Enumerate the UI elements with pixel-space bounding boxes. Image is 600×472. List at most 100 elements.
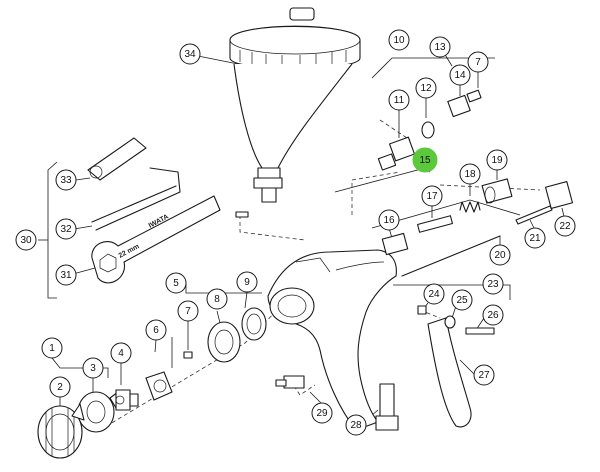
callout-number: 9 (244, 277, 250, 288)
callout-number: 25 (456, 295, 468, 306)
callout-circle (467, 51, 489, 73)
callout-8: 8 (206, 288, 228, 310)
callout-circle (177, 300, 199, 322)
callout-17: 17 (421, 185, 443, 207)
retaining-ring (37, 405, 83, 459)
callout-circle (473, 364, 495, 386)
callout-circle (482, 304, 504, 326)
callout-10: 10 (388, 29, 410, 51)
callout-circle (236, 271, 258, 293)
callout-number: 6 (153, 325, 159, 336)
callout-circle (449, 64, 471, 86)
callout-number: 20 (494, 250, 506, 261)
callout-15: 15 (412, 147, 438, 173)
callout-circle (206, 288, 228, 310)
callout-circle (55, 218, 77, 240)
callout-9: 9 (236, 271, 258, 293)
callout-13: 13 (429, 36, 451, 58)
callout-31: 31 (55, 264, 77, 286)
callout-5: 5 (165, 272, 187, 294)
callout-number: 13 (434, 42, 446, 53)
callout-24: 24 (423, 283, 445, 305)
callout-number: 11 (394, 95, 405, 106)
callout-number: 26 (487, 310, 499, 321)
callout-19: 19 (486, 149, 508, 171)
callout-26: 26 (482, 304, 504, 326)
fluid-nozzle (115, 389, 139, 411)
callout-circle (179, 43, 201, 65)
callout-number: 32 (60, 224, 72, 235)
callout-number: 10 (393, 35, 405, 46)
callout-number: 23 (487, 279, 499, 290)
callout-number: 29 (316, 408, 328, 419)
valve-11 (377, 136, 416, 171)
spray-gun-body (267, 249, 399, 431)
callout-number: 16 (383, 215, 395, 226)
pin-26 (465, 327, 495, 335)
tool-hex-key (91, 167, 181, 231)
callout-circle (110, 342, 132, 364)
callout-number: 21 (529, 233, 541, 244)
callout-number: 31 (60, 270, 72, 281)
callout-number: 17 (426, 191, 438, 202)
callout-number: 30 (20, 235, 32, 246)
tool-wrench: IWATA 22 mm (91, 195, 221, 284)
callout-32: 32 (55, 218, 77, 240)
needle-spring-21 (515, 205, 553, 225)
callout-circle (388, 29, 410, 51)
callout-circle (55, 169, 77, 191)
callout-number: 24 (428, 289, 440, 300)
callout-7b: 7 (467, 51, 489, 73)
bracket-lines (38, 52, 566, 423)
valve-ring-8 (207, 321, 241, 363)
callout-number: 1 (49, 343, 55, 354)
baffle (145, 371, 173, 401)
callout-11: 11 (388, 89, 410, 111)
callout-33: 33 (55, 169, 77, 191)
callout-16: 16 (378, 209, 400, 231)
fluid-needle-20 (401, 235, 501, 277)
callout-number: 27 (478, 370, 490, 381)
callout-number: 33 (60, 175, 72, 186)
callout-circle (15, 229, 37, 251)
callout-29: 29 (311, 402, 333, 424)
callout-number: 5 (173, 278, 179, 289)
callout-22: 22 (554, 215, 576, 237)
callout-circle (311, 402, 333, 424)
small-screw-7 (183, 351, 193, 359)
callout-circle (524, 227, 546, 249)
callout-30: 30 (15, 229, 37, 251)
callout-circle (459, 163, 481, 185)
nipple-29 (275, 375, 305, 389)
callout-23: 23 (482, 273, 504, 295)
callout-number: 8 (214, 294, 220, 305)
callout-circle (489, 244, 511, 266)
callout-number: 3 (90, 363, 96, 374)
callout-7a: 7 (177, 300, 199, 322)
callout-circle (554, 215, 576, 237)
callout-number: 15 (419, 155, 431, 166)
callout-circle (49, 376, 71, 398)
callout-circle (429, 36, 451, 58)
callout-25: 25 (451, 289, 473, 311)
callout-circle (486, 149, 508, 171)
tool-rod (87, 137, 147, 181)
callout-21: 21 (524, 227, 546, 249)
callout-number: 7 (185, 306, 191, 317)
callout-circle (412, 147, 438, 173)
callout-circle (378, 209, 400, 231)
callout-1: 1 (41, 337, 63, 359)
callout-layer: 1234567891011121314715161718192021222324… (15, 29, 576, 436)
callout-number: 34 (184, 49, 196, 60)
callout-number: 12 (420, 83, 432, 94)
callout-circle (388, 89, 410, 111)
callout-number: 4 (118, 348, 124, 359)
callout-circle (55, 264, 77, 286)
callout-number: 28 (350, 420, 362, 431)
callout-number: 2 (57, 382, 63, 393)
callout-circle (165, 272, 187, 294)
sleeve-19 (481, 178, 513, 204)
assembly-14 (447, 89, 482, 118)
trigger-27 (427, 317, 472, 428)
